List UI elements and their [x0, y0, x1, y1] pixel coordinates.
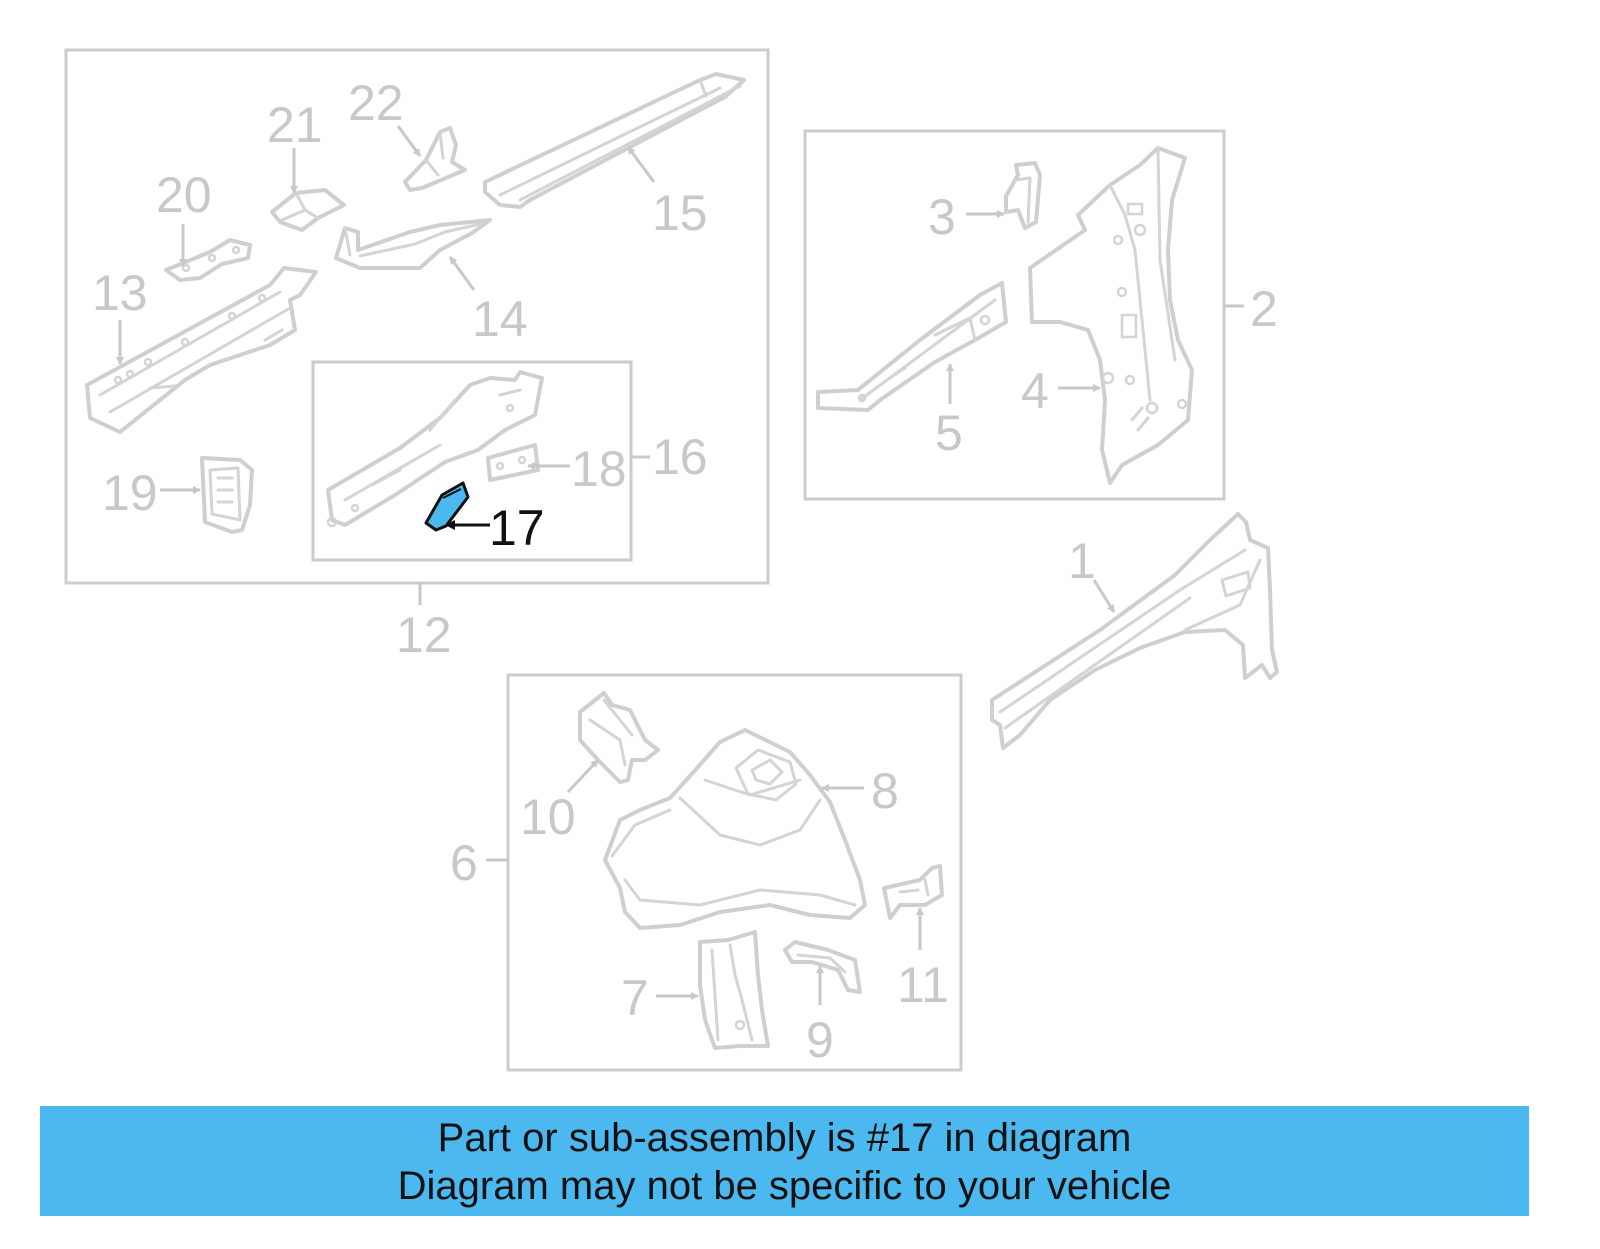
group-frame-12 — [64, 48, 770, 585]
callout-4: 4 — [1021, 363, 1049, 419]
leader-22 — [396, 125, 422, 157]
callout-16: 16 — [652, 429, 708, 485]
callout-15: 15 — [652, 185, 708, 241]
callout-5: 5 — [935, 405, 963, 461]
callout-10: 10 — [520, 789, 576, 845]
leader-10 — [566, 758, 600, 794]
part-17-highlighted[interactable] — [424, 481, 470, 532]
callout-19: 19 — [102, 465, 158, 521]
part-8[interactable] — [603, 728, 867, 930]
part-19[interactable] — [200, 456, 254, 534]
callout-17: 17 — [489, 500, 545, 556]
part-22[interactable] — [403, 126, 467, 192]
part-13[interactable] — [85, 266, 318, 434]
part-14[interactable] — [334, 218, 492, 270]
leader-1 — [1092, 579, 1116, 613]
part-20[interactable] — [164, 238, 252, 282]
callout-7: 7 — [621, 970, 649, 1026]
part-18[interactable] — [486, 443, 540, 482]
leader-14 — [448, 256, 476, 291]
banner-line-part: Part or sub-assembly is #17 in diagram — [437, 1116, 1132, 1160]
callout-12: 12 — [396, 607, 452, 663]
part-11[interactable] — [882, 864, 944, 920]
banner-line-disclaimer: Diagram may not be specific to your vehi… — [397, 1164, 1172, 1208]
info-banner: Part or sub-assembly is #17 in diagram D… — [40, 1106, 1529, 1216]
callout-6: 6 — [450, 835, 478, 891]
part-9[interactable] — [783, 940, 862, 994]
callout-18: 18 — [571, 441, 627, 497]
part-3[interactable] — [1004, 161, 1042, 230]
callout-11: 11 — [897, 957, 949, 1013]
group-frame-6 — [506, 673, 963, 1072]
part-1[interactable] — [990, 512, 1279, 750]
callout-13: 13 — [92, 265, 148, 321]
part-15[interactable] — [483, 72, 746, 209]
callout-20: 20 — [156, 167, 212, 223]
part-16[interactable] — [326, 370, 544, 528]
leader-15 — [626, 146, 656, 183]
group-frame-16 — [311, 360, 633, 562]
callout-8: 8 — [871, 763, 899, 819]
callout-2: 2 — [1250, 281, 1278, 337]
group-frame-2 — [803, 129, 1226, 501]
callout-14: 14 — [472, 291, 528, 347]
part-17-shape[interactable] — [424, 481, 470, 532]
callout-9: 9 — [806, 1012, 834, 1068]
part-7[interactable] — [698, 930, 770, 1050]
callout-1: 1 — [1068, 533, 1096, 589]
part-4[interactable] — [1028, 146, 1194, 485]
part-21[interactable] — [270, 188, 346, 232]
callout-3: 3 — [928, 189, 956, 245]
callout-21: 21 — [267, 97, 323, 153]
callout-22: 22 — [348, 75, 404, 131]
part-5[interactable] — [816, 281, 1008, 412]
